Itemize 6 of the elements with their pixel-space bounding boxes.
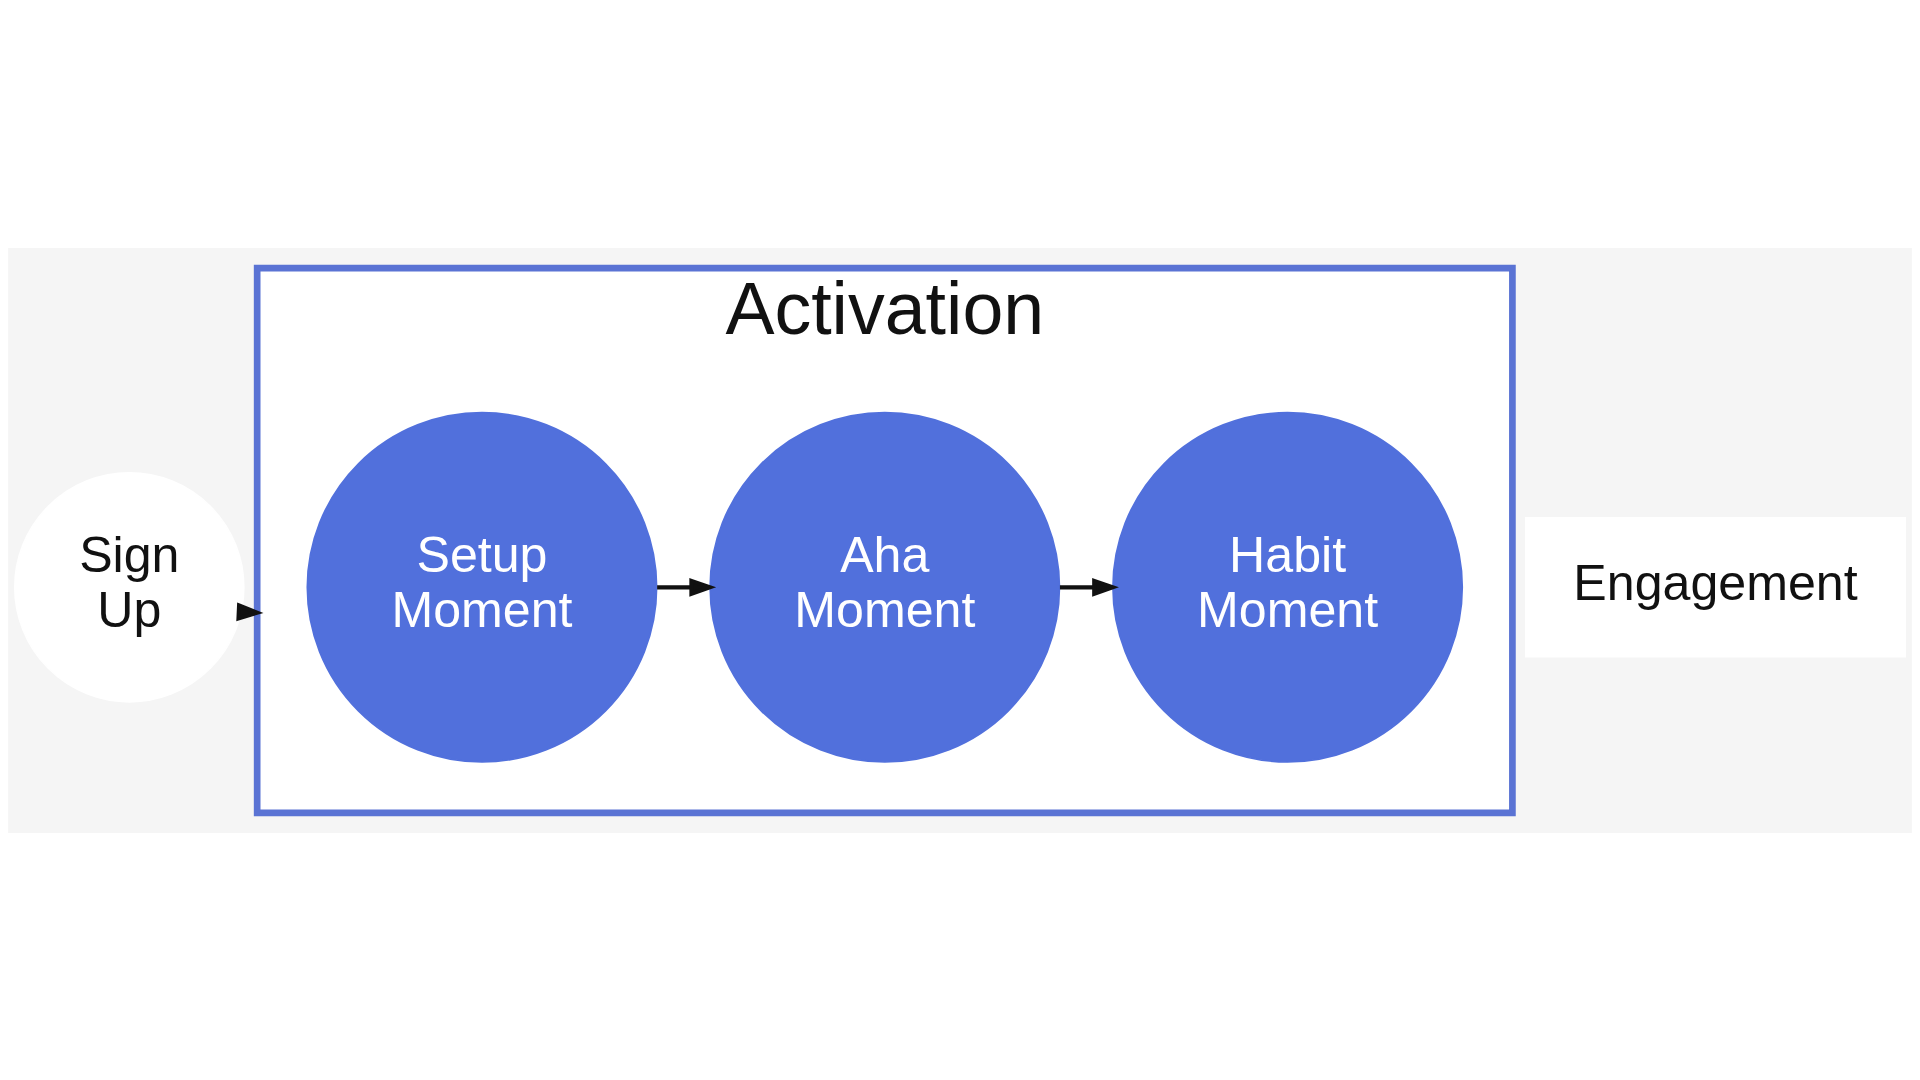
- arrow: [657, 577, 717, 597]
- arrow: [236, 601, 264, 621]
- arrow: [1059, 577, 1119, 597]
- node-circle: Aha Moment: [709, 411, 1061, 763]
- node-circle: Habit Moment: [1112, 411, 1464, 763]
- node-circle: Setup Moment: [306, 411, 658, 763]
